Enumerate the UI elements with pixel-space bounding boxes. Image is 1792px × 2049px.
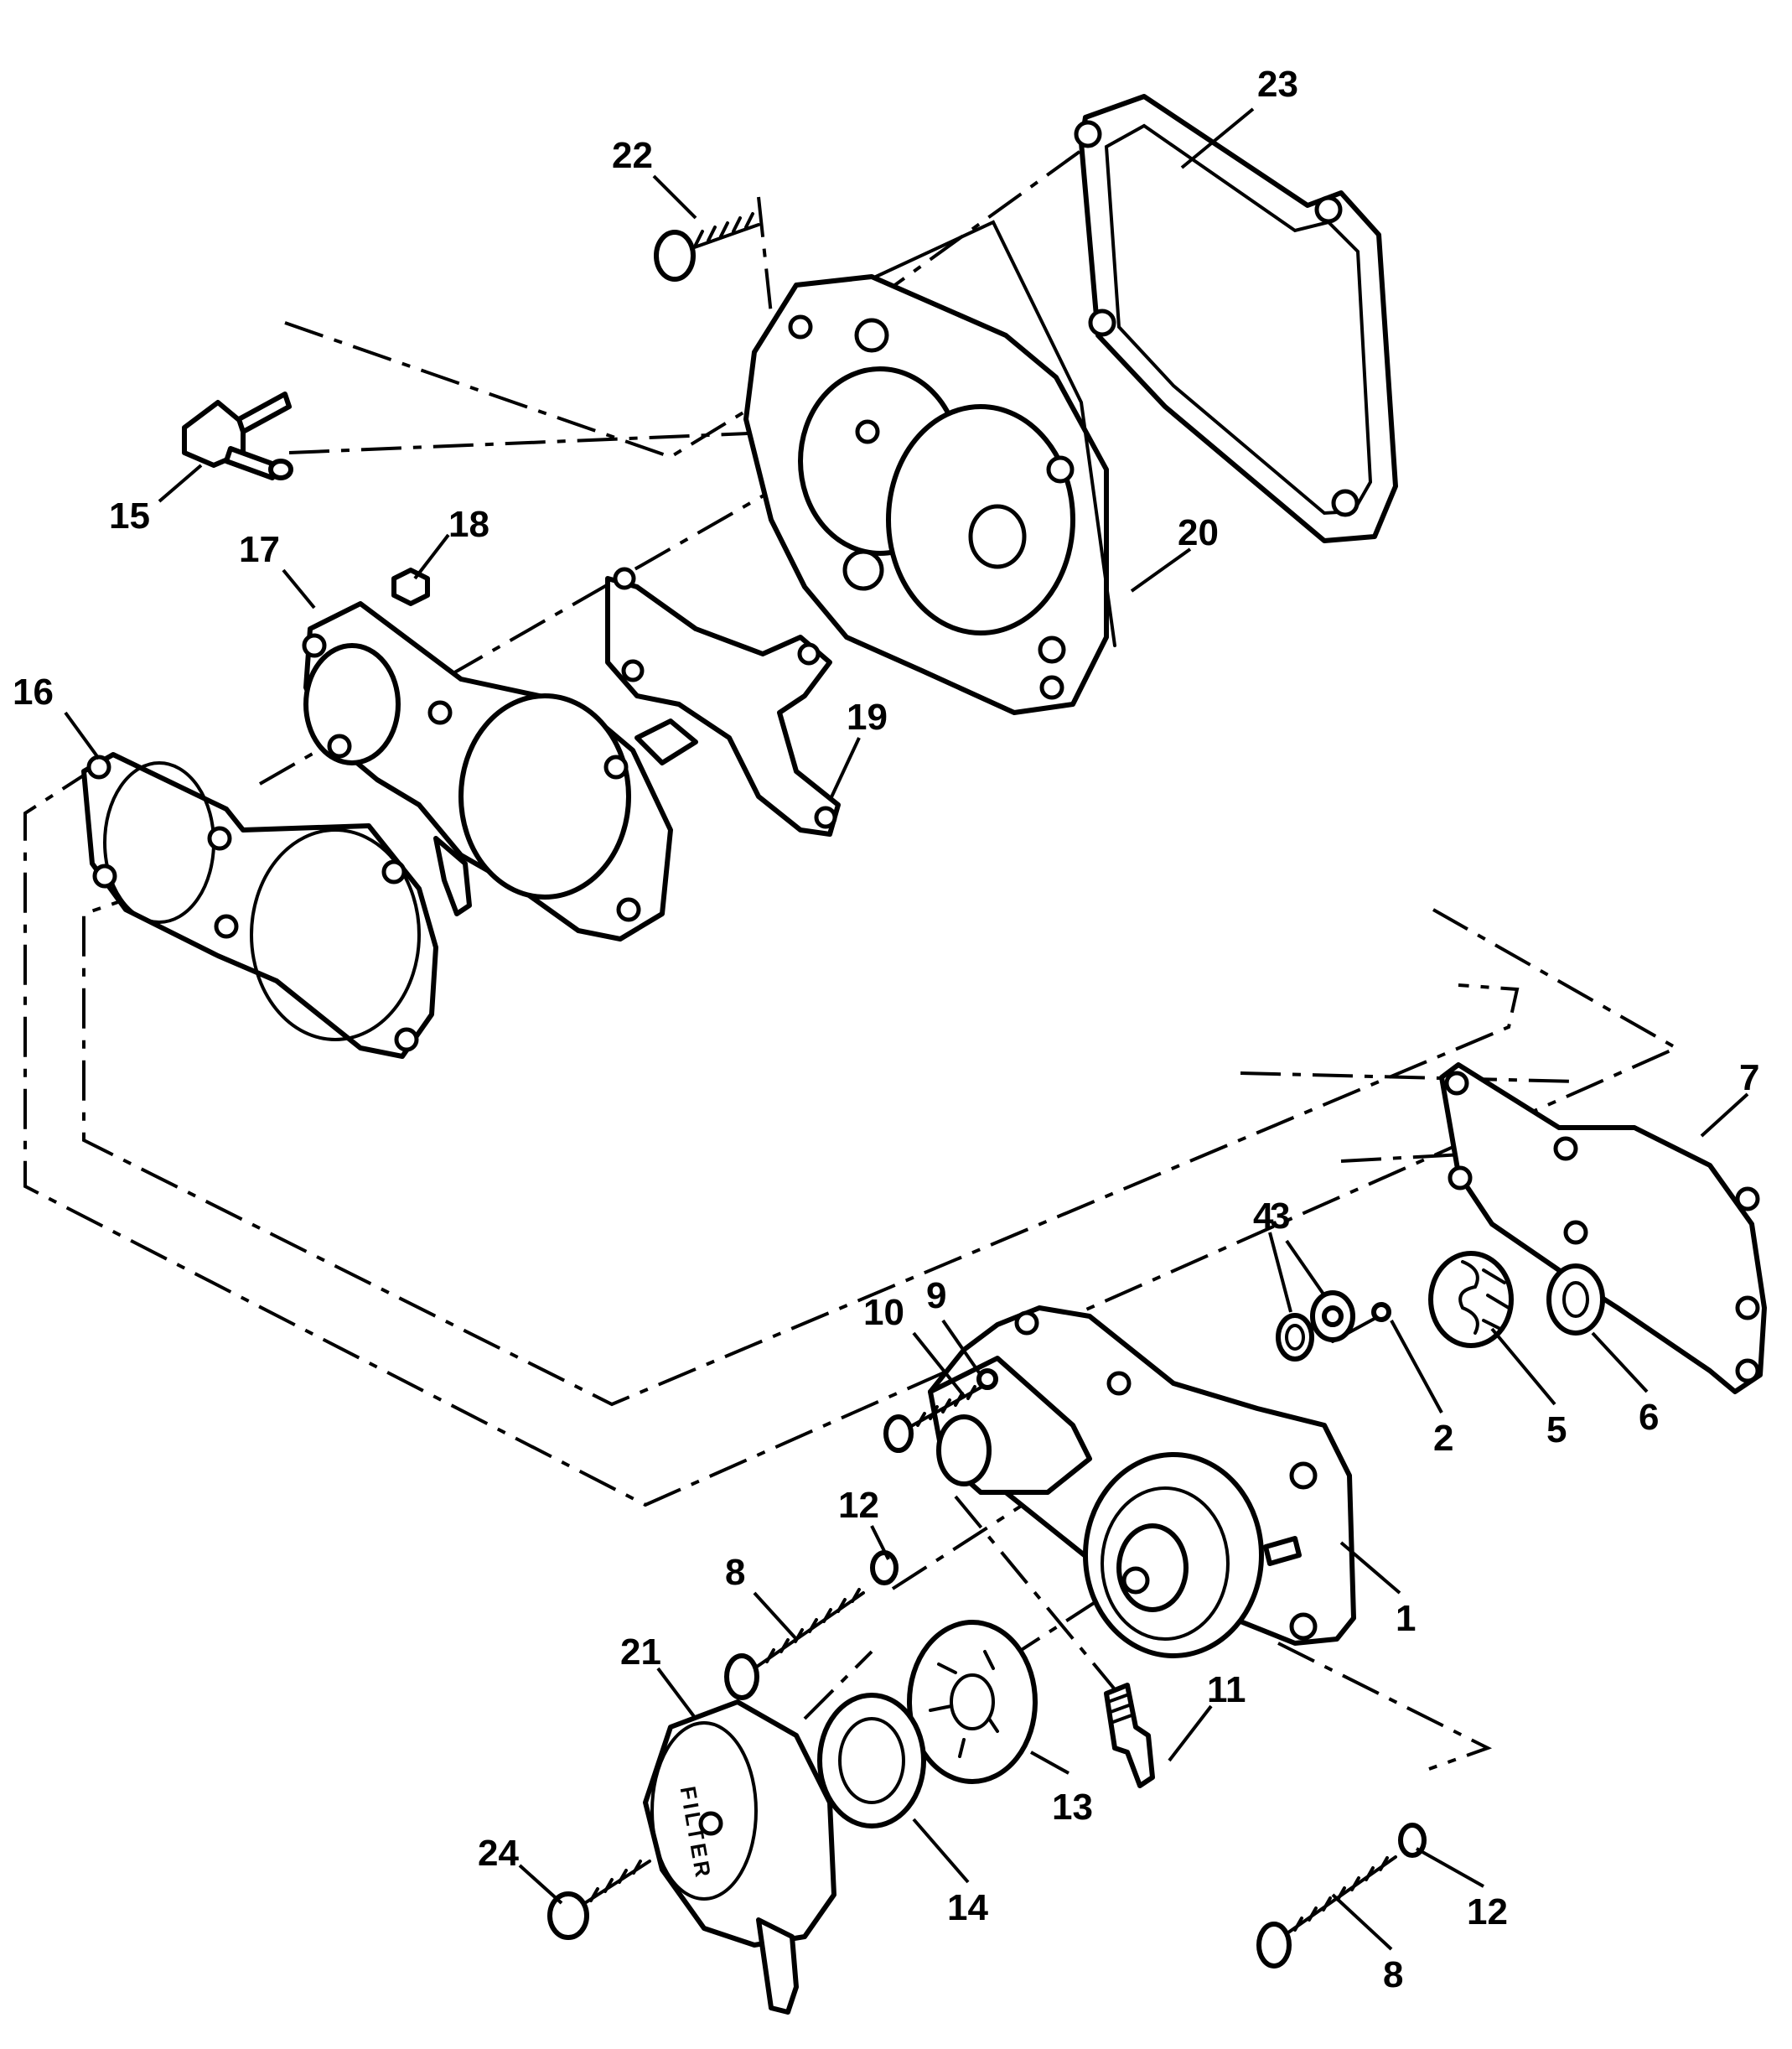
- gasket-23: [1074, 94, 1398, 543]
- gasket-16: [81, 752, 438, 1059]
- callout-15: 15: [109, 495, 150, 537]
- screw-22: [654, 212, 760, 282]
- callout-14: 14: [947, 1887, 988, 1928]
- bracket-19: [605, 567, 841, 837]
- callout-12-lower: 12: [1467, 1891, 1508, 1932]
- callout-numbers: 23 22 15 18 17 16 20 19 7 4 3 2 5 6 10 9…: [13, 64, 1759, 1995]
- callout-4: 4: [1253, 1196, 1274, 1237]
- nut-18: [391, 568, 430, 606]
- thermostat-5: [1428, 1251, 1514, 1348]
- filter-screen-13: [907, 1620, 1038, 1784]
- gasket-14: [817, 1693, 926, 1829]
- ring-4: [1276, 1313, 1314, 1362]
- valve-3: [1310, 1290, 1355, 1342]
- washer-9: [976, 1368, 998, 1390]
- housing-cover-20: [743, 220, 1116, 715]
- callout-18: 18: [448, 504, 489, 545]
- callout-19: 19: [847, 697, 888, 738]
- callout-5: 5: [1546, 1409, 1567, 1450]
- lockwasher-12-upper: [870, 1550, 899, 1585]
- callout-3: 3: [1270, 1196, 1290, 1237]
- fitting-11: [1104, 1683, 1155, 1788]
- leader-lines: [64, 107, 1749, 1951]
- fitting-15: [182, 392, 293, 480]
- callout-21: 21: [620, 1631, 661, 1673]
- pump-body-1: [928, 1305, 1356, 1658]
- gasket-7: [1439, 1062, 1767, 1394]
- callout-20: 20: [1178, 512, 1219, 553]
- callout-2: 2: [1433, 1418, 1453, 1459]
- screw-8-upper: [724, 1588, 865, 1700]
- callout-16: 16: [13, 672, 54, 713]
- callout-12-upper: 12: [838, 1485, 879, 1526]
- callout-8-upper: 8: [725, 1552, 745, 1593]
- callout-13: 13: [1052, 1787, 1093, 1828]
- callout-10: 10: [863, 1292, 904, 1333]
- callout-8-lower: 8: [1383, 1954, 1403, 1995]
- washer-6: [1546, 1263, 1605, 1336]
- callout-22: 22: [612, 135, 653, 176]
- callout-6: 6: [1639, 1397, 1659, 1438]
- callout-1: 1: [1396, 1598, 1416, 1639]
- screw-10: [883, 1385, 982, 1453]
- callout-7: 7: [1739, 1057, 1759, 1098]
- screw-8-lower: [1256, 1855, 1397, 1969]
- callout-11: 11: [1207, 1669, 1246, 1710]
- callout-17: 17: [239, 529, 280, 570]
- screw-24: [547, 1860, 651, 1940]
- callout-23: 23: [1257, 64, 1298, 105]
- inner-housing-17: [302, 601, 698, 942]
- filter-cover-21: FILTER: [643, 1699, 836, 2015]
- callout-24: 24: [478, 1833, 519, 1874]
- callout-9: 9: [926, 1275, 946, 1316]
